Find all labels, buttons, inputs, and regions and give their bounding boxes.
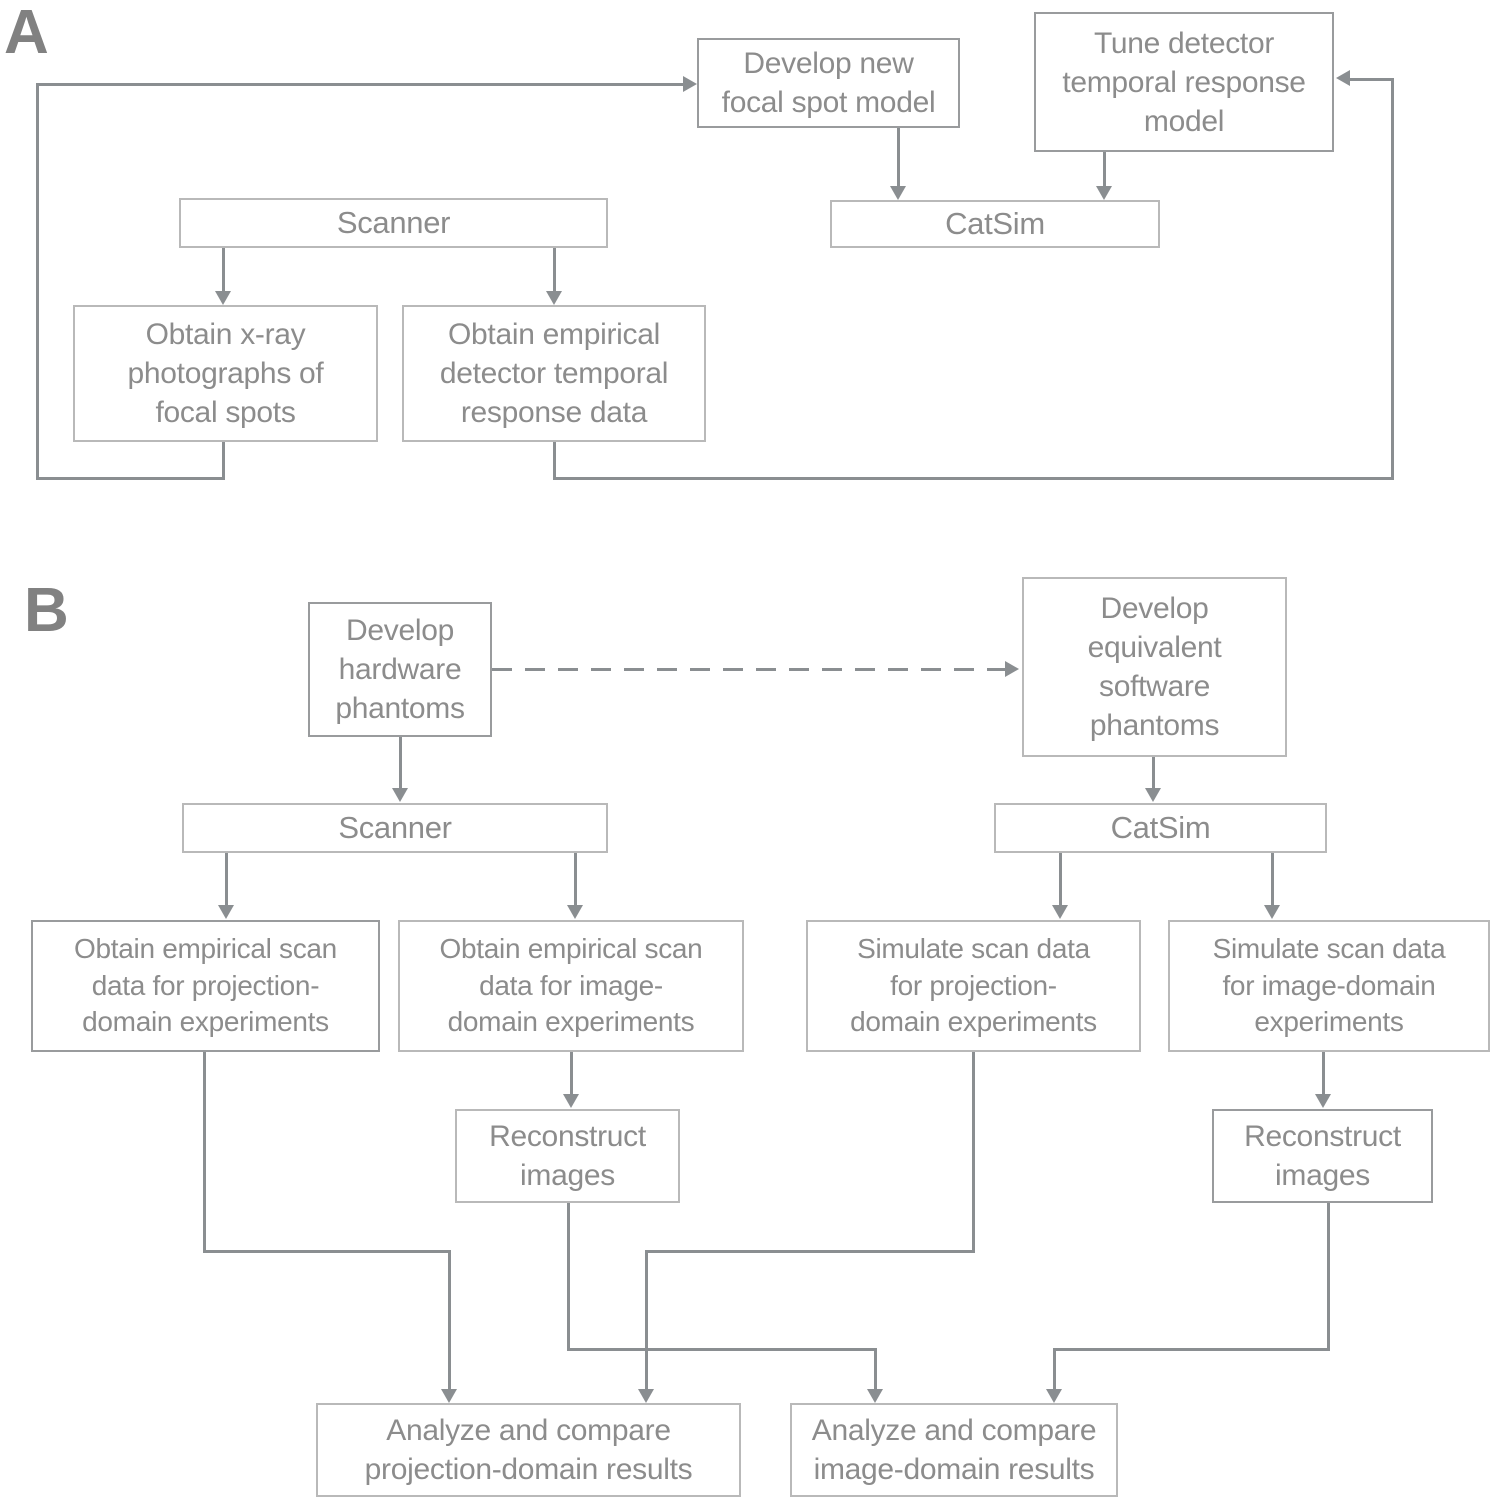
edge-catsim-b-to-sim-proj-line [1059,853,1062,906]
edge-reconstruct-left-route-drop [567,1203,570,1351]
arrowhead-catsim-b-to-sim-img [1264,905,1280,919]
arrowhead-sim-img-to-reconstruct [1315,1094,1331,1108]
edge-focalspot-to-catsim-line [897,128,900,188]
arrowhead-emp-proj-to-analyze [441,1389,457,1403]
box-empirical-projection-data: Obtain empirical scan data for projectio… [31,920,380,1052]
box-tune-detector-model: Tune detector temporal response model [1034,12,1334,152]
edge-scanner-b-to-emp-img-line [574,853,577,906]
box-catsim-a: CatSim [830,200,1160,248]
arrowhead-reconstruct-right-to-analyze [1046,1389,1062,1403]
edge-xray-loop-left [36,83,39,480]
arrowhead-empirical-loop-to-tune [1336,70,1350,86]
edge-scanner-a-to-empirical-line [553,248,556,294]
edge-empirical-loop-bottom [553,477,1394,480]
box-reconstruct-images-right: Reconstruct images [1212,1109,1433,1203]
edge-hardware-to-software-dashed [492,668,1006,671]
arrowhead-scanner-a-to-xray [215,291,231,305]
edge-hardware-to-scanner-line [399,737,402,790]
arrowhead-scanner-a-to-empirical [546,291,562,305]
box-develop-software-phantoms: Develop equivalent software phantoms [1022,577,1287,757]
edge-xray-loop-drop [222,442,225,480]
edge-sim-proj-route-drop [972,1052,975,1253]
box-simulate-image-data: Simulate scan data for image-domain expe… [1168,920,1490,1052]
edge-empirical-loop-top [1349,78,1394,81]
edge-scanner-a-to-xray-line [222,248,225,294]
edge-reconstruct-left-route-across [567,1348,877,1351]
box-scanner-b: Scanner [182,803,608,853]
box-analyze-projection-results: Analyze and compare projection-domain re… [316,1403,741,1497]
edge-reconstruct-right-route-drop [1327,1203,1330,1351]
box-obtain-xray-photographs: Obtain x-ray photographs of focal spots [73,305,378,442]
arrowhead-emp-img-to-reconstruct [563,1094,579,1108]
edge-sim-proj-route-down [645,1250,648,1389]
edge-empirical-loop-drop [553,442,556,480]
panel-b-label: B [24,576,69,645]
arrowhead-software-to-catsim [1145,788,1161,802]
box-obtain-empirical-detector-data: Obtain empirical detector temporal respo… [402,305,706,442]
arrowhead-catsim-b-to-sim-proj [1052,905,1068,919]
edge-reconstruct-right-route-across [1053,1348,1330,1351]
edge-reconstruct-left-route-down [874,1348,877,1389]
box-develop-hardware-phantoms: Develop hardware phantoms [308,602,492,737]
panel-a-label: A [4,0,49,67]
edge-sim-proj-route-across [645,1250,975,1253]
edge-catsim-b-to-sim-img-line [1271,853,1274,906]
box-develop-focal-spot-model: Develop new focal spot model [697,38,960,128]
edge-xray-loop-bottom [36,477,225,480]
arrowhead-focalspot-to-catsim [890,186,906,200]
edge-emp-img-to-reconstruct-line [570,1052,573,1096]
box-catsim-b: CatSim [994,803,1327,853]
arrowhead-hardware-to-scanner [392,788,408,802]
arrowhead-hardware-to-software [1005,661,1019,677]
edge-reconstruct-right-route-down [1053,1348,1056,1389]
edge-emp-proj-route-down [448,1250,451,1389]
arrowhead-xray-loop-to-focalspot [683,76,697,92]
edge-tune-to-catsim-line [1103,152,1106,188]
arrowhead-tune-to-catsim [1096,186,1112,200]
box-analyze-image-results: Analyze and compare image-domain results [790,1403,1118,1497]
box-reconstruct-images-left: Reconstruct images [455,1109,680,1203]
box-simulate-projection-data: Simulate scan data for projection- domai… [806,920,1141,1052]
box-empirical-image-data: Obtain empirical scan data for image- do… [398,920,744,1052]
box-scanner-a: Scanner [179,198,608,248]
edge-software-to-catsim-line [1152,757,1155,790]
arrowhead-scanner-b-to-emp-proj [218,905,234,919]
edge-xray-loop-top [36,83,684,86]
arrowhead-sim-proj-to-analyze [638,1389,654,1403]
edge-empirical-loop-right [1391,78,1394,480]
arrowhead-scanner-b-to-emp-img [567,905,583,919]
edge-emp-proj-route-across [203,1250,451,1253]
arrowhead-reconstruct-left-to-analyze [867,1389,883,1403]
edge-emp-proj-route-drop [203,1052,206,1253]
edge-scanner-b-to-emp-proj-line [225,853,228,906]
edge-sim-img-to-reconstruct-line [1322,1052,1325,1096]
